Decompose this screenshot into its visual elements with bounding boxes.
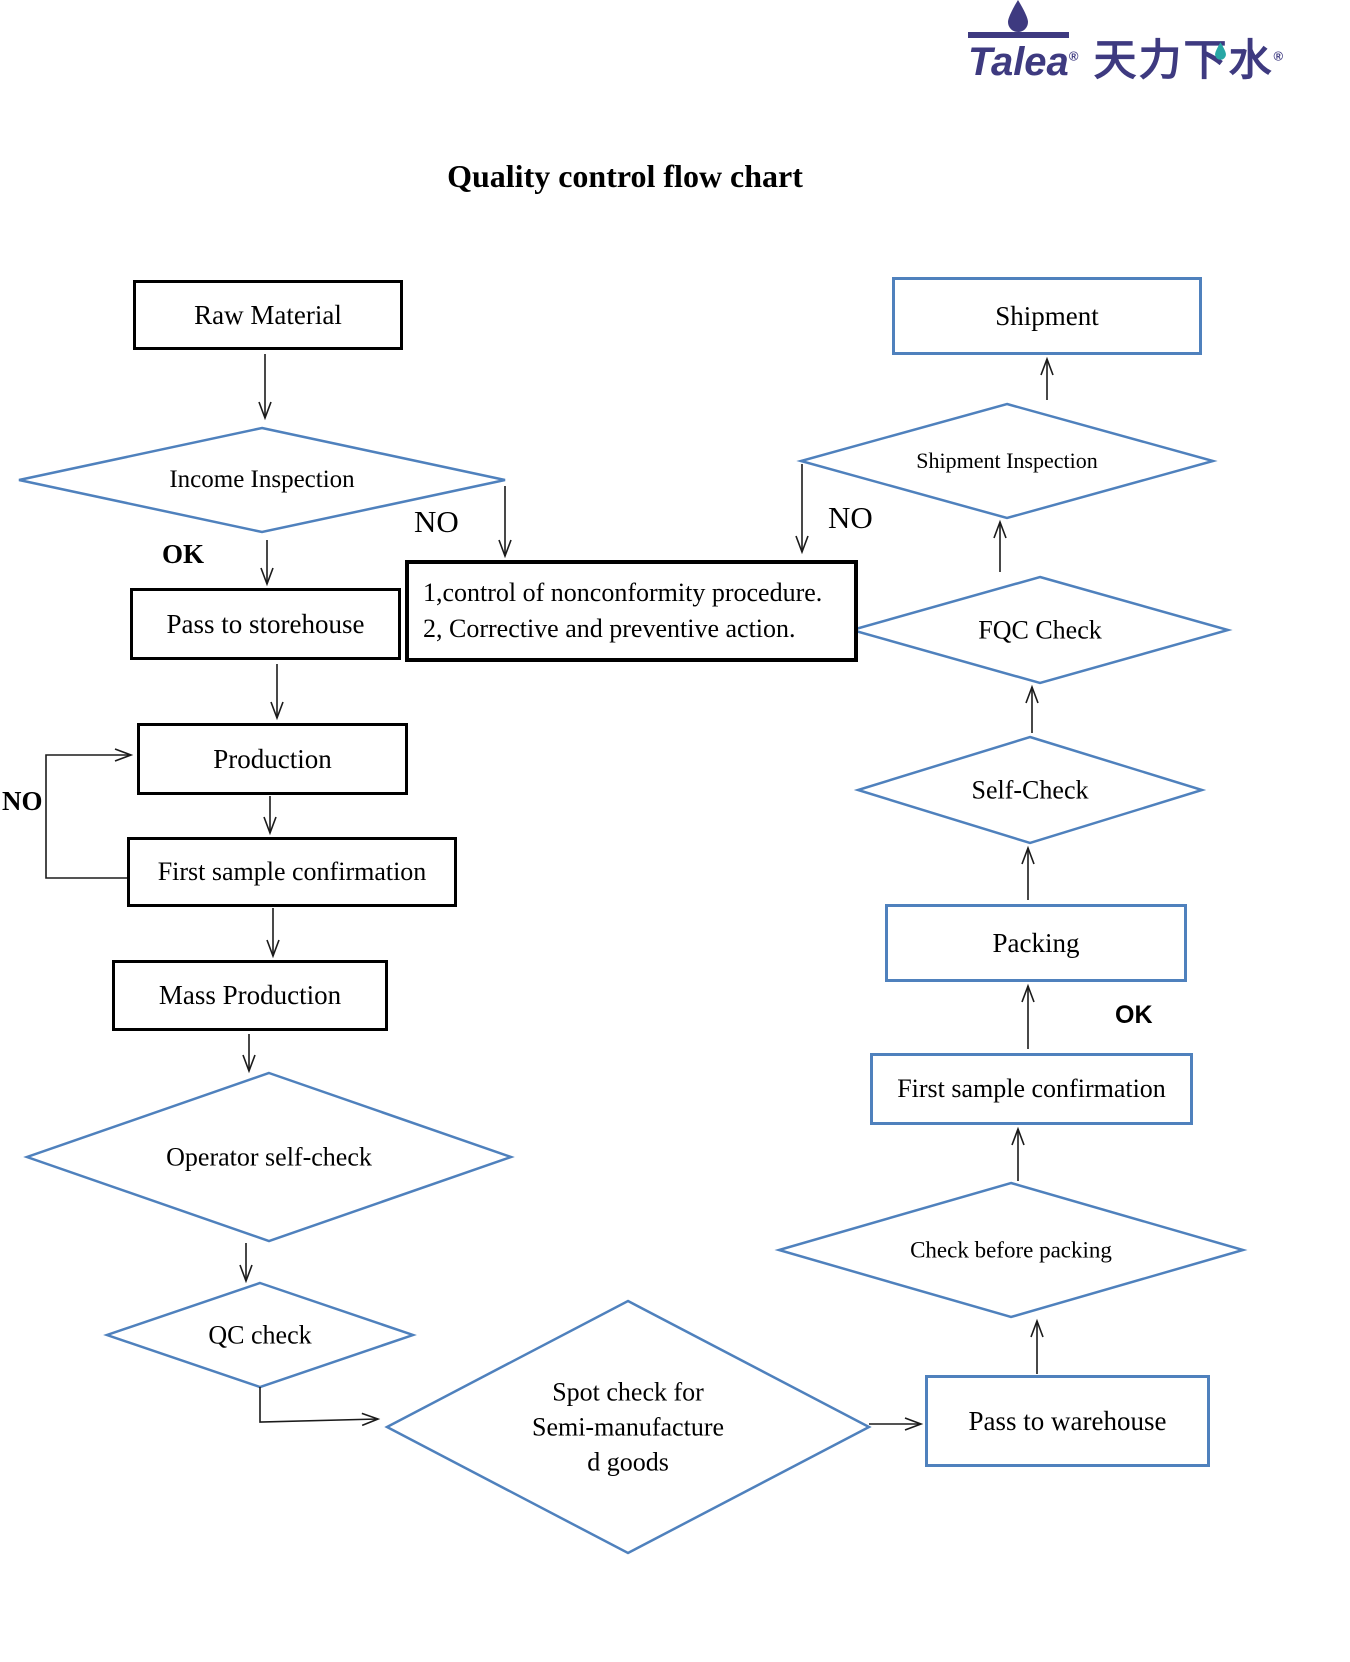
node-production: Production bbox=[137, 723, 408, 795]
spot-check-diamond bbox=[384, 1299, 872, 1555]
spot-check-line-2: Semi-manufacture bbox=[531, 1412, 725, 1442]
node-raw-material: Raw Material bbox=[133, 280, 403, 350]
node-packing: Packing bbox=[885, 904, 1187, 982]
brand-logo: Talea® 天力下水® bbox=[962, 0, 1292, 98]
label-self-check: Self-Check bbox=[971, 775, 1089, 805]
node-nonconformity-procedure: 1,control of nonconformity procedure. 2,… bbox=[405, 560, 858, 662]
nonconformity-line-2: 2, Corrective and preventive action. bbox=[423, 614, 796, 643]
arrow-qccheck-to-spotcheck bbox=[259, 1387, 381, 1427]
spot-check-line-3: d goods bbox=[587, 1447, 669, 1477]
label-check-before-packing: Check before packing bbox=[910, 1237, 1112, 1263]
registered-mark: ® bbox=[1273, 48, 1284, 64]
node-shipment: Shipment bbox=[892, 277, 1202, 355]
nonconformity-line-1: 1,control of nonconformity procedure. bbox=[423, 577, 823, 607]
label-ok-right: OK bbox=[1115, 1001, 1153, 1029]
node-pass-to-storehouse: Pass to storehouse bbox=[130, 588, 401, 660]
page-title: Quality control flow chart bbox=[447, 158, 803, 194]
node-first-sample-confirmation-left: First sample confirmation bbox=[127, 837, 457, 907]
node-mass-production: Mass Production bbox=[112, 960, 388, 1031]
label-qc-check: QC check bbox=[208, 1320, 312, 1350]
brand-text: Talea® 天力下水® bbox=[968, 26, 1283, 88]
label-no-loop: NO bbox=[2, 786, 43, 816]
node-pass-to-warehouse: Pass to warehouse bbox=[925, 1375, 1210, 1467]
label-income-inspection: Income Inspection bbox=[169, 466, 355, 494]
operator-self-check-diamond bbox=[23, 1071, 515, 1243]
brand-name-latin: Talea bbox=[968, 32, 1069, 84]
income-inspection-diamond bbox=[18, 426, 506, 534]
label-shipment-inspection: Shipment Inspection bbox=[916, 448, 1098, 474]
small-water-drop-icon bbox=[1215, 42, 1226, 60]
label-fqc-check: FQC Check bbox=[978, 615, 1102, 645]
fqc-check-diamond bbox=[847, 575, 1233, 685]
label-no-shipment: NO bbox=[828, 500, 873, 535]
label-spot-check: Spot check for Semi-manufacture d goods bbox=[532, 1374, 724, 1479]
check-before-packing-diamond bbox=[774, 1181, 1248, 1319]
shipment-inspection-diamond bbox=[796, 402, 1218, 520]
self-check-diamond bbox=[853, 735, 1207, 845]
spot-check-line-1: Spot check for bbox=[552, 1377, 704, 1407]
arrow-no-loop-firstsample-to-production bbox=[45, 748, 134, 879]
label-no-income: NO bbox=[414, 504, 459, 539]
label-operator-self-check: Operator self-check bbox=[166, 1142, 372, 1172]
node-first-sample-confirmation-right: First sample confirmation bbox=[870, 1053, 1193, 1125]
brand-name-chinese: 天力下水 bbox=[1093, 37, 1274, 85]
label-ok-left: OK bbox=[162, 539, 205, 569]
registered-mark: ® bbox=[1068, 48, 1079, 64]
water-drop-icon bbox=[1008, 0, 1028, 32]
